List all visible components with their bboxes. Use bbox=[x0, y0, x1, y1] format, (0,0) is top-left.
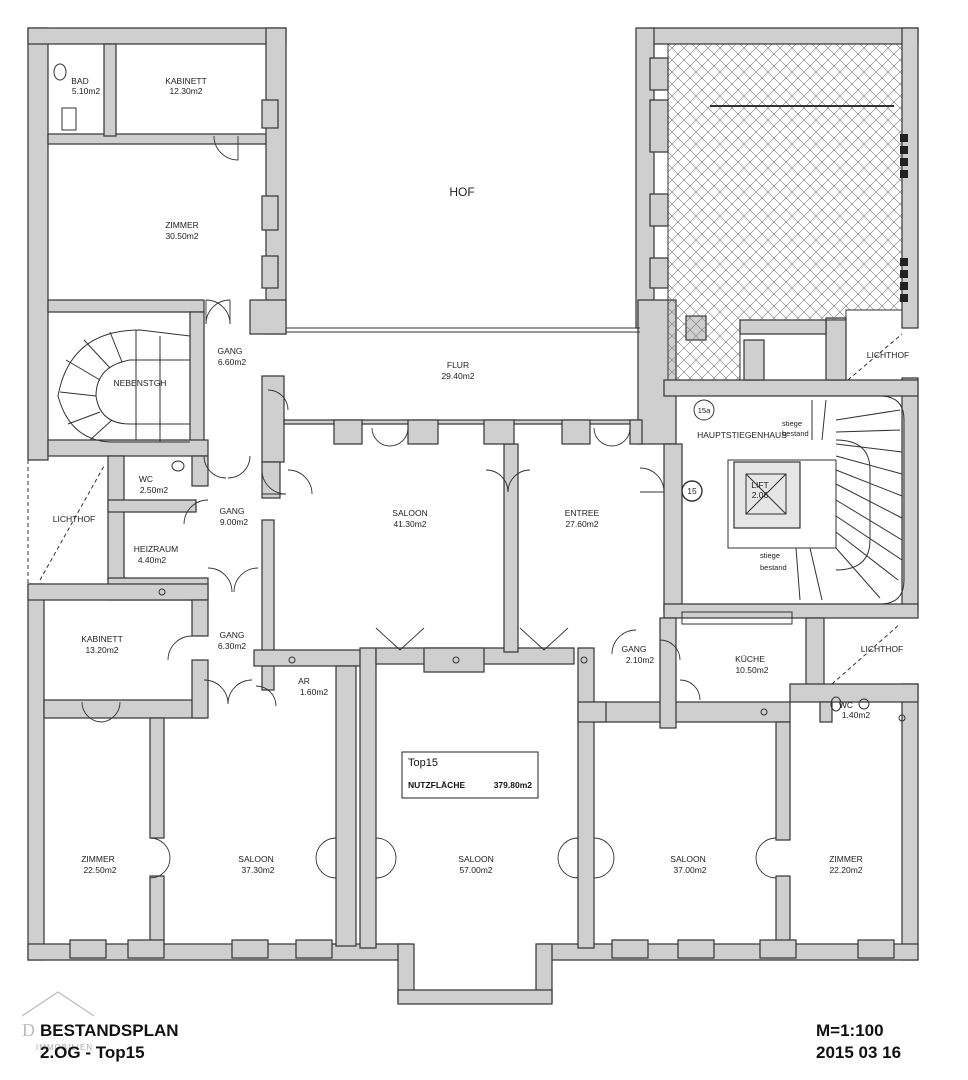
stiege-bottom-label: stiege bbox=[760, 551, 780, 560]
room-label-hauptstiegenhaus: HAUPTSTIEGENHAUS bbox=[697, 430, 787, 440]
stair-markers: 15a 15 stiege bestand stiege bestand bbox=[681, 399, 809, 572]
hatched-area bbox=[667, 43, 908, 381]
watermark-text: IMMOBILIEN bbox=[36, 1043, 93, 1052]
top-name: Top15 bbox=[408, 757, 438, 769]
pillars bbox=[69, 57, 895, 959]
plan-title: BESTANDSPLAN bbox=[40, 1021, 179, 1040]
plan-date: 2015 03 16 bbox=[816, 1043, 901, 1062]
fixtures bbox=[53, 63, 870, 712]
room-label-lichthof-left: LICHTHOF bbox=[53, 514, 96, 524]
courtyard bbox=[286, 327, 640, 333]
bestand-top-label: bestand bbox=[782, 429, 809, 438]
top15-info-box: Top15 NUTZFLÄCHE 379.80m2 bbox=[401, 751, 539, 799]
plan-scale: M=1:100 bbox=[816, 1021, 884, 1040]
main-staircase bbox=[682, 395, 905, 605]
watermark-logo: D IMMOBILIEN bbox=[21, 991, 95, 1052]
room-label-lichthof-right-bottom: LICHTHOF bbox=[861, 644, 904, 654]
lichthof-wells bbox=[27, 333, 903, 685]
stiege-top-label: stiege bbox=[782, 419, 802, 428]
doors bbox=[81, 135, 777, 879]
room-label-hof: HOF bbox=[449, 185, 474, 199]
secondary-staircase bbox=[57, 329, 191, 443]
wall-markers bbox=[158, 588, 906, 722]
nutzflaeche-label: NUTZFLÄCHE bbox=[408, 780, 465, 790]
bestand-bottom-label: bestand bbox=[760, 563, 787, 572]
plan-subtitle: 2.OG - Top15 bbox=[40, 1043, 145, 1062]
interior-walls bbox=[27, 27, 919, 949]
room-label-nebenstgh: NEBENSTGH bbox=[114, 378, 167, 388]
footer: BESTANDSPLAN 2.OG - Top15 M=1:100 2015 0… bbox=[40, 1021, 901, 1062]
watermark-letter: D bbox=[22, 1020, 35, 1040]
stair-circle-big-label: 15 bbox=[687, 486, 697, 496]
nutzflaeche-value: 379.80m2 bbox=[494, 780, 533, 790]
room-label-lichthof-right-top: LICHTHOF bbox=[867, 350, 910, 360]
stair-circle-small-label: 15a bbox=[698, 406, 711, 415]
